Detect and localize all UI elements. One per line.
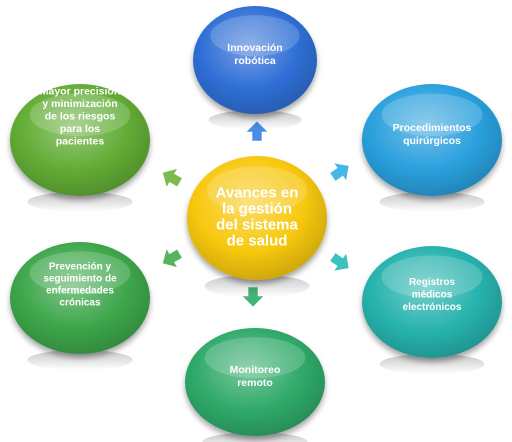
node-label-line: electrónicos [403,302,462,313]
node-innovacion-robotica-highlight [210,15,300,57]
node-label-line: crónicas [59,298,101,309]
node-registros-medicos-shape [362,246,502,358]
node-label-line: Prevención y [49,262,112,273]
node-label-line: Monitoreo [230,364,281,376]
node-monitoreo-remoto-shape [185,328,325,436]
node-mayor-precision-highlight [29,93,131,137]
node-label-line: robótica [234,55,276,67]
center-node-shape [187,156,327,280]
node-label-line: seguimiento de [43,274,117,285]
node-mayor-precision-reflection [27,191,133,213]
node-label-line: para los [60,123,100,135]
node-label-line: Registros [409,277,456,288]
node-innovacion-robotica-shape [193,6,317,114]
arrow-shape [329,162,350,182]
node-prevencion-seguimiento-shape [10,242,150,354]
node-procedimientos-quirurgicos-reflection [379,191,485,213]
node-registros-medicos-highlight [381,255,483,299]
node-label-line: Innovación [227,42,282,54]
node-prevencion-seguimiento-highlight [29,251,131,295]
arrow-2 [329,252,350,272]
arrow-shape [162,167,183,189]
center-label-line: Avances en [216,184,299,201]
node-label-line: pacientes [56,136,105,148]
node-procedimientos-quirurgicos-highlight [381,93,483,137]
center-label-line: de salud [227,232,288,249]
node-label-line: y minimización [42,98,117,110]
node-prevencion-seguimiento-reflection [27,349,133,371]
node-label-line: remoto [237,377,273,389]
node-label-line: quirúrgicos [403,135,461,147]
node-monitoreo-remoto-reflection [202,432,308,442]
arrow-shape [162,247,183,269]
node-registros-medicos-reflection [379,353,485,375]
arrow-shape [329,252,350,272]
node-label-line: Procedimientos [393,122,472,134]
arrow-1 [329,162,350,182]
arrow-5 [162,167,183,189]
center-label-line: del sistema [216,216,298,233]
arrow-4 [162,247,183,269]
node-monitoreo-remoto-highlight [204,337,306,379]
node-procedimientos-quirurgicos-shape [362,84,502,196]
center-label-line: la gestión [222,200,292,217]
node-innovacion-robotica-reflection [208,110,302,130]
node-label-line: Mayor precisión [40,86,121,98]
node-label-line: médicos [412,290,453,301]
center-node-highlight [206,166,308,214]
nodes-group: InnovaciónrobóticaProcedimientosquirúrgi… [10,6,502,442]
center-node-reflection [204,274,310,298]
node-label-line: enfermedades [46,286,114,297]
node-label-line: de los riesgos [45,111,116,123]
node-mayor-precision-shape [10,84,150,196]
